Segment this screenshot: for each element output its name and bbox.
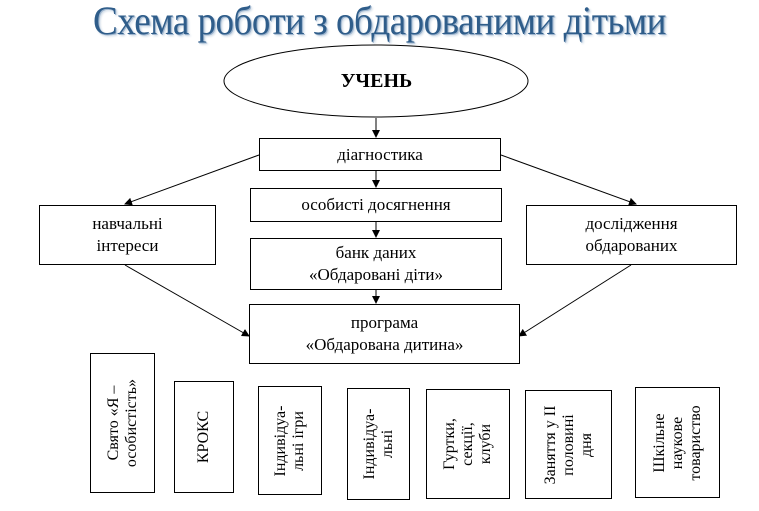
activity-holiday-line-2: особистість» — [122, 378, 140, 468]
activity-individual-games-line-2: льні ігри — [290, 410, 307, 471]
activity-science-society-line-2: наукове — [668, 416, 686, 469]
activity-holiday-line-1: Свято «Я – — [104, 385, 122, 461]
research-line-2: обдарованих — [585, 236, 678, 255]
activity-science-society-line-3: товариство — [686, 404, 704, 481]
student-ellipse — [223, 44, 529, 118]
achievements-node: особисті досягнення — [250, 188, 502, 222]
activity-afternoon-line-3: дня — [577, 432, 595, 457]
databank-line-1: банк даних — [335, 243, 417, 262]
activity-science-society-line-1: Шкільне — [650, 412, 668, 473]
activity-kroks: КРОКС — [174, 381, 234, 493]
program-node: програма «Обдарована дитина» — [249, 304, 520, 364]
databank-node: банк даних «Обдаровані діти» — [250, 238, 502, 290]
activity-clubs: Гуртки, секції, клуби — [426, 389, 510, 499]
activity-afternoon: Заняття у ІІ половині дня — [525, 390, 612, 499]
program-line-2: «Обдарована дитина» — [305, 335, 464, 354]
achievements-label: особисті досягнення — [301, 195, 451, 214]
learning-interests-line-1: навчальні — [92, 214, 163, 233]
activity-afternoon-line-2: половині — [559, 413, 577, 476]
activity-individual-line-2: льні — [378, 429, 396, 459]
activity-individual-line-1: Індивідуа- — [360, 408, 378, 480]
activity-holiday-text: Свято «Я – особистість» — [105, 379, 141, 467]
learning-interests-node: навчальні інтереси — [39, 205, 216, 265]
research-line-1: дослідження — [585, 214, 678, 233]
databank-line-2: «Обдаровані діти» — [308, 265, 444, 284]
activity-clubs-line-3: клуби — [477, 423, 494, 465]
activity-kroks-text: КРОКС — [195, 411, 213, 463]
activity-individual-games-line-1: Індивідуа- — [272, 405, 289, 476]
activity-afternoon-line-1: Заняття у ІІ — [541, 405, 559, 484]
research-node: дослідження обдарованих — [526, 205, 737, 265]
activity-afternoon-text: Заняття у ІІ половині дня — [542, 405, 596, 484]
activity-clubs-line-2: секції, — [459, 422, 476, 466]
arrow-diagnostics-to-interests — [124, 154, 260, 206]
arrow-research-to-program — [518, 264, 632, 337]
activity-individual-games: Індивідуа- льні ігри — [258, 386, 322, 495]
activity-individual-games-text: Індивідуа- льні ігри — [272, 405, 308, 476]
program-line-1: програма — [350, 313, 419, 332]
activity-holiday: Свято «Я – особистість» — [90, 353, 155, 493]
diagnostics-node: діагностика — [259, 138, 501, 171]
arrow-diagnostics-to-research — [500, 154, 637, 206]
activity-science-society-text: Шкільне наукове товариство — [651, 405, 705, 480]
activity-individual-text: Індивідуа- льні — [361, 409, 397, 480]
activity-clubs-text: Гуртки, секції, клуби — [441, 418, 495, 470]
diagram-title: Схема роботи з обдарованими дітьми — [93, 0, 666, 44]
student-node: УЧЕНЬ — [340, 69, 413, 92]
activity-science-society: Шкільне наукове товариство — [635, 387, 720, 498]
activity-clubs-line-1: Гуртки, — [441, 418, 458, 470]
diagnostics-label: діагностика — [337, 144, 423, 164]
arrow-interests-to-program — [124, 264, 250, 337]
activity-kroks-line-1: КРОКС — [195, 410, 212, 464]
activity-individual: Індивідуа- льні — [347, 388, 410, 500]
learning-interests-line-2: інтереси — [96, 236, 159, 255]
